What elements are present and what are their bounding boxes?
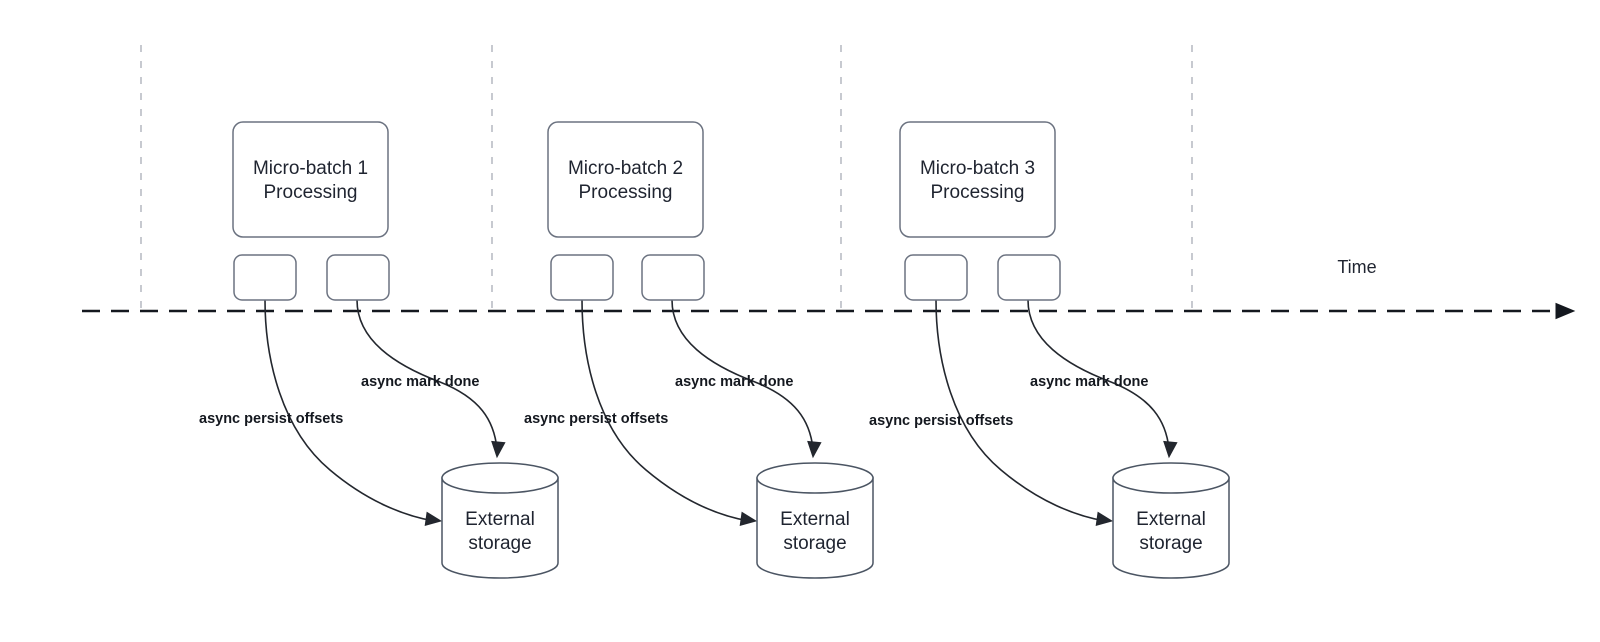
storage-label-line1: External <box>465 509 535 530</box>
edge-mark-done-3 <box>1027 299 1178 459</box>
micro-batch-box-3[interactable] <box>899 121 1056 238</box>
cylinder-top-ellipse <box>1112 462 1230 494</box>
micro-batch-box-1[interactable] <box>232 121 389 238</box>
cylinder-body <box>756 477 874 579</box>
edge-path <box>264 299 435 522</box>
cylinder-top-ellipse <box>441 462 559 494</box>
edge-path <box>581 299 750 522</box>
micro-batch-label-line2: Processing <box>579 182 673 203</box>
timeline-axis <box>82 302 1576 320</box>
edge-mark-done-label-3: async mark done <box>1030 374 1148 390</box>
storage-label-line2: storage <box>1139 533 1202 554</box>
micro-batch-label-line2: Processing <box>931 182 1025 203</box>
edge-persist-offsets-label-1: async persist offsets <box>199 411 343 427</box>
micro-batch-label-line2: Processing <box>264 182 358 203</box>
edge-persist-offsets-label-2: async persist offsets <box>524 411 668 427</box>
edge-persist-offsets-label-3: async persist offsets <box>869 413 1013 429</box>
edge-mark-done-1 <box>356 299 506 459</box>
external-storage-2[interactable]: External storage <box>756 462 874 579</box>
task-box-persist-1[interactable] <box>233 254 297 301</box>
nodes: Micro-batch 1ProcessingExternalstorageMi… <box>232 121 1230 579</box>
task-box-mark-3[interactable] <box>997 254 1061 301</box>
cylinder-body <box>1112 477 1230 579</box>
edge-arrowhead <box>1163 440 1178 459</box>
time-axis-label: Time <box>1337 257 1376 277</box>
edge-persist-offsets-2 <box>581 299 758 527</box>
edge-arrowhead <box>491 440 506 459</box>
edge-mark-done-label-1: async mark done <box>361 374 479 390</box>
cylinder-top-ellipse <box>756 462 874 494</box>
edge-arrowhead <box>1095 511 1114 527</box>
edge-arrowhead <box>424 511 443 527</box>
micro-batch-label-line1: Micro-batch 2 <box>568 158 683 179</box>
edge-arrowhead <box>807 440 822 459</box>
timeline-guides <box>140 45 1193 311</box>
edge-path <box>356 299 498 450</box>
edge-path <box>935 299 1106 522</box>
storage-label-line2: storage <box>468 533 531 554</box>
task-box-mark-2[interactable] <box>641 254 705 301</box>
task-box-persist-2[interactable] <box>550 254 614 301</box>
timeline-arrowhead <box>1555 302 1576 320</box>
storage-label-line1: External <box>1136 509 1206 530</box>
micro-batch-label-line1: Micro-batch 1 <box>253 158 368 179</box>
micro-batch-label-line1: Micro-batch 3 <box>920 158 1035 179</box>
edge-labels: async persist offsets async mark done asyn… <box>199 374 1148 429</box>
edge-mark-done-2 <box>671 299 822 459</box>
edge-arrowhead <box>739 511 758 527</box>
external-storage-1[interactable]: External storage <box>441 462 559 579</box>
task-box-mark-1[interactable] <box>326 254 390 301</box>
edge-path <box>1027 299 1170 450</box>
edges <box>264 299 1178 527</box>
storage-label-line1: External <box>780 509 850 530</box>
edge-mark-done-label-2: async mark done <box>675 374 793 390</box>
edge-persist-offsets-3 <box>935 299 1114 527</box>
task-box-persist-3[interactable] <box>904 254 968 301</box>
edge-persist-offsets-1 <box>264 299 443 527</box>
micro-batch-box-2[interactable] <box>547 121 704 238</box>
storage-label-line2: storage <box>783 533 846 554</box>
cylinder-body <box>441 477 559 579</box>
external-storage-3[interactable]: External storage <box>1112 462 1230 579</box>
edge-path <box>671 299 814 450</box>
